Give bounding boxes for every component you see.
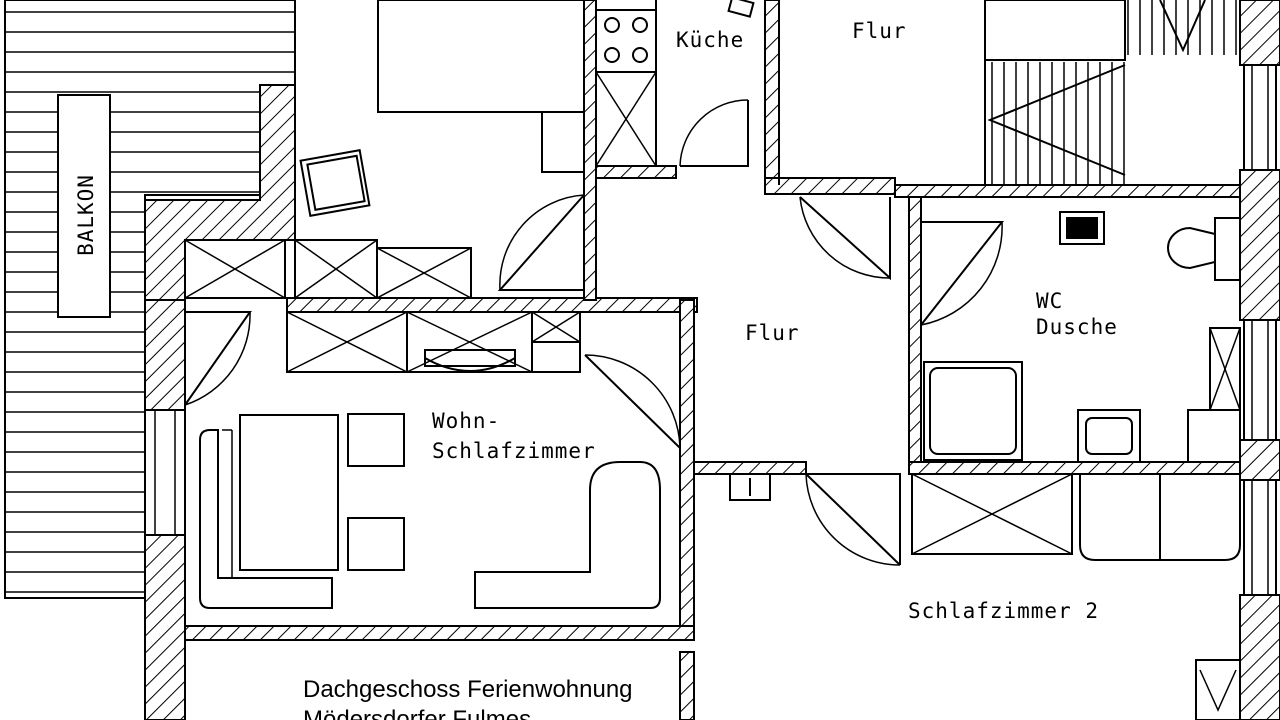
right-windows: [144, 64, 1277, 596]
top-room-furniture: [184, 0, 585, 299]
plan-title-line1: Dachgeschoss Ferienwohnung: [303, 676, 633, 703]
room-label-schlaf2: Schlafzimmer 2: [908, 599, 1099, 623]
balcony-label-box: [57, 94, 111, 318]
room-label-wohn-2: Schlafzimmer: [432, 439, 596, 463]
stairs: [991, 0, 1237, 185]
kitchen: Küche: [595, 0, 755, 167]
room-label-flur-center: Flur: [745, 321, 800, 345]
title-block: Dachgeschoss Ferienwohnung Mödersdorfer …: [303, 676, 633, 720]
room-label-balkon: BALKON: [74, 174, 98, 256]
wohn-schlafzimmer: Wohn- Schlafzimmer: [184, 311, 681, 609]
wc-dusche: WC Dusche: [920, 211, 1241, 463]
walls: [144, 0, 1280, 720]
center-flur: Flur: [595, 178, 891, 345]
room-label-dusche: Dusche: [1036, 315, 1118, 339]
top-flur: Flur: [778, 0, 1237, 185]
room-label-wc: WC: [1036, 289, 1063, 313]
room-label-wohn-1: Wohn-: [432, 409, 500, 433]
plan-title-line2: Mödersdorfer Fulmes: [303, 706, 531, 720]
room-label-flur-top: Flur: [852, 19, 907, 43]
schlafzimmer-2: Schlafzimmer 2: [729, 473, 1241, 720]
room-label-kueche: Küche: [676, 28, 744, 52]
